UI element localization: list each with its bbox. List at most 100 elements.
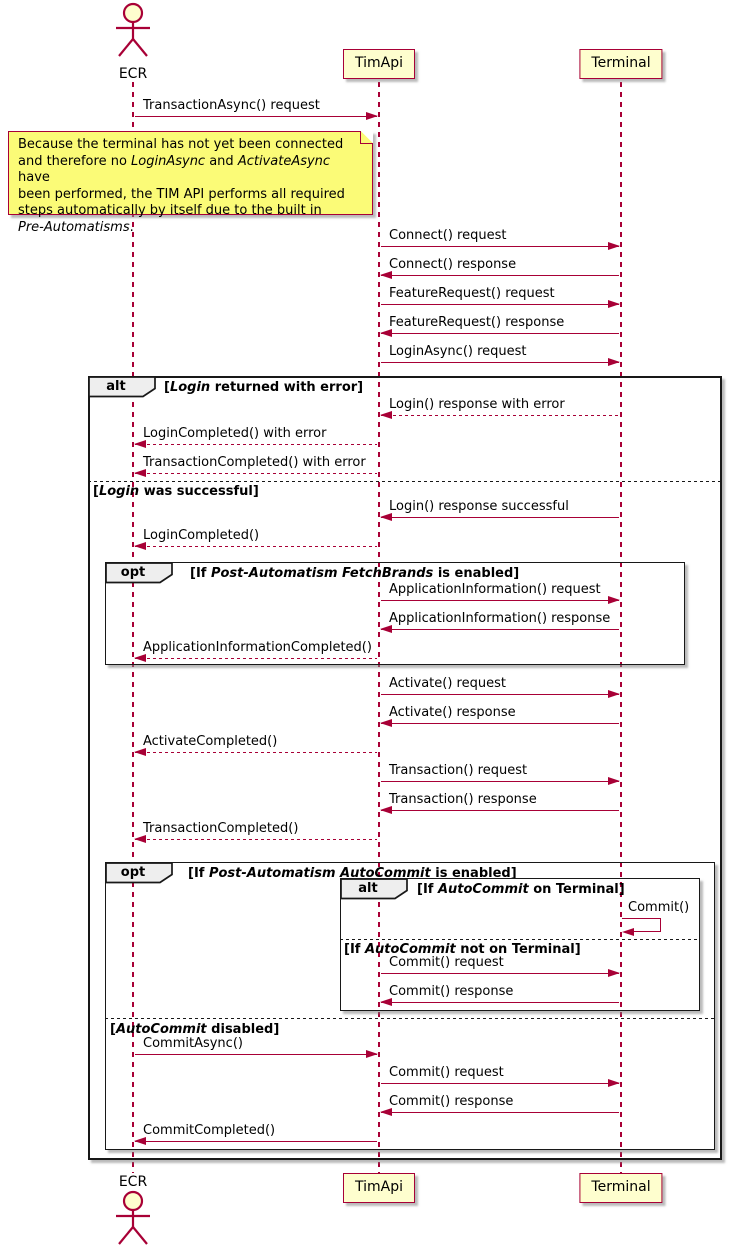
- frame-kind-label: opt: [120, 565, 146, 580]
- message-18-label: Transaction() response: [389, 792, 537, 807]
- arrowhead-icon: [608, 969, 620, 977]
- frame-tab-shape: [105, 562, 173, 584]
- arrowhead-icon: [134, 469, 146, 477]
- message-26-line: [135, 1141, 377, 1143]
- frame-tab-shape: [340, 878, 408, 900]
- message-13-label: ApplicationInformationCompleted(): [143, 640, 372, 655]
- note-line: Pre-Automatisms.: [18, 219, 134, 235]
- actor-icon: [116, 1190, 150, 1245]
- note-fold-corner: [360, 131, 373, 144]
- message-7-line: [135, 444, 377, 446]
- frame-kind-label: opt: [120, 865, 146, 880]
- message-2-line: [381, 275, 619, 277]
- frame-condition-label: [If AutoCommit on Terminal]: [417, 882, 625, 897]
- participant-label-bottom-ecr: ECR: [118, 1174, 148, 1190]
- message-15-line: [381, 723, 619, 725]
- message-5-line: [381, 362, 619, 364]
- arrowhead-icon: [380, 998, 392, 1006]
- arrowhead-icon: [380, 1108, 392, 1116]
- arrowhead-icon: [380, 625, 392, 633]
- message-22-label: Commit() response: [389, 984, 514, 999]
- message-12-label: ApplicationInformation() response: [389, 611, 611, 626]
- note-line: steps automatically by itself due to the…: [18, 203, 322, 218]
- note-line: Because the terminal has not yet been co…: [18, 137, 344, 152]
- frame-condition-label: [If AutoCommit not on Terminal]: [344, 942, 581, 957]
- arrowhead-icon: [380, 329, 392, 337]
- frame-kind-label: alt: [106, 379, 126, 394]
- message-22-line: [381, 1002, 619, 1004]
- arrowhead-icon: [134, 1137, 146, 1145]
- frame-tab-shape: [88, 376, 156, 398]
- message-6-label: Login() response with error: [389, 397, 565, 412]
- participant-box-top-terminal: Terminal: [579, 49, 663, 79]
- frame-section-divider: [105, 1018, 715, 1020]
- message-0-line: [135, 116, 377, 118]
- message-23-line: [135, 1054, 377, 1056]
- lifeline-timapi: [378, 82, 380, 1173]
- frame-section-divider: [340, 939, 700, 941]
- message-12-line: [381, 629, 619, 631]
- arrowhead-icon: [366, 112, 378, 120]
- message-8-line: [135, 473, 377, 475]
- frame-alt-0: [88, 376, 722, 1160]
- arrowhead-icon: [380, 719, 392, 727]
- frame-condition-label: [If Post-Automatism AutoCommit is enable…: [188, 866, 517, 881]
- message-4-label: FeatureRequest() response: [389, 315, 565, 330]
- message-3-label: FeatureRequest() request: [389, 286, 555, 301]
- message-1-label: Connect() request: [389, 228, 507, 243]
- message-19-label: TransactionCompleted(): [143, 821, 299, 836]
- frame-opt-1: [105, 562, 685, 665]
- message-14-line: [381, 694, 619, 696]
- arrowhead-icon: [608, 1079, 620, 1087]
- message-0-label: TransactionAsync() request: [143, 98, 320, 113]
- message-5-label: LoginAsync() request: [389, 344, 527, 359]
- participant-box-bottom-terminal: Terminal: [579, 1173, 663, 1203]
- arrowhead-icon: [134, 542, 146, 550]
- message-1-line: [381, 246, 619, 248]
- arrowhead-icon: [608, 596, 620, 604]
- arrowhead-icon: [622, 927, 634, 936]
- message-19-line: [135, 839, 377, 841]
- message-26-label: CommitCompleted(): [143, 1123, 276, 1138]
- message-8-label: TransactionCompleted() with error: [143, 455, 366, 470]
- message-4-line: [381, 333, 619, 335]
- frame-section-divider: [88, 481, 722, 483]
- message-20-line-right: [660, 918, 662, 931]
- message-10-line: [135, 546, 377, 548]
- message-17-label: Transaction() request: [389, 763, 528, 778]
- arrowhead-icon: [380, 513, 392, 521]
- frame-label-tab: opt: [105, 862, 175, 884]
- arrowhead-icon: [134, 748, 146, 756]
- frame-label-tab: alt: [88, 376, 158, 398]
- message-2-label: Connect() response: [389, 257, 517, 272]
- note-line: been performed, the TIM API performs all…: [18, 186, 345, 202]
- message-16-line: [135, 752, 377, 754]
- message-16-label: ActivateCompleted(): [143, 734, 278, 749]
- arrowhead-icon: [380, 806, 392, 814]
- message-20-label: Commit(): [628, 900, 690, 915]
- message-6-line: [381, 415, 619, 417]
- arrowhead-icon: [380, 271, 392, 279]
- arrowhead-icon: [608, 777, 620, 785]
- actor-figure-top-ecr: [107, 2, 159, 60]
- message-3-line: [381, 304, 619, 306]
- message-24-label: Commit() request: [389, 1065, 504, 1080]
- message-18-line: [381, 810, 619, 812]
- arrowhead-icon: [366, 1050, 378, 1058]
- participant-label-top-ecr: ECR: [118, 66, 148, 82]
- frame-alt-3: [340, 878, 700, 1011]
- message-17-line: [381, 781, 619, 783]
- message-14-label: Activate() request: [389, 676, 506, 691]
- message-21-line: [381, 973, 619, 975]
- arrowhead-icon: [608, 690, 620, 698]
- note-line: and therefore no LoginAsync and Activate…: [18, 153, 331, 186]
- frame-condition-label: [Login was successful]: [93, 484, 259, 499]
- lifeline-terminal: [620, 82, 622, 1173]
- message-7-label: LoginCompleted() with error: [143, 426, 327, 441]
- message-13-line: [135, 658, 377, 660]
- frame-tab-shape: [105, 862, 173, 884]
- frame-condition-label: [AutoCommit disabled]: [110, 1022, 280, 1037]
- message-25-line: [381, 1112, 619, 1114]
- actor-icon: [116, 2, 150, 57]
